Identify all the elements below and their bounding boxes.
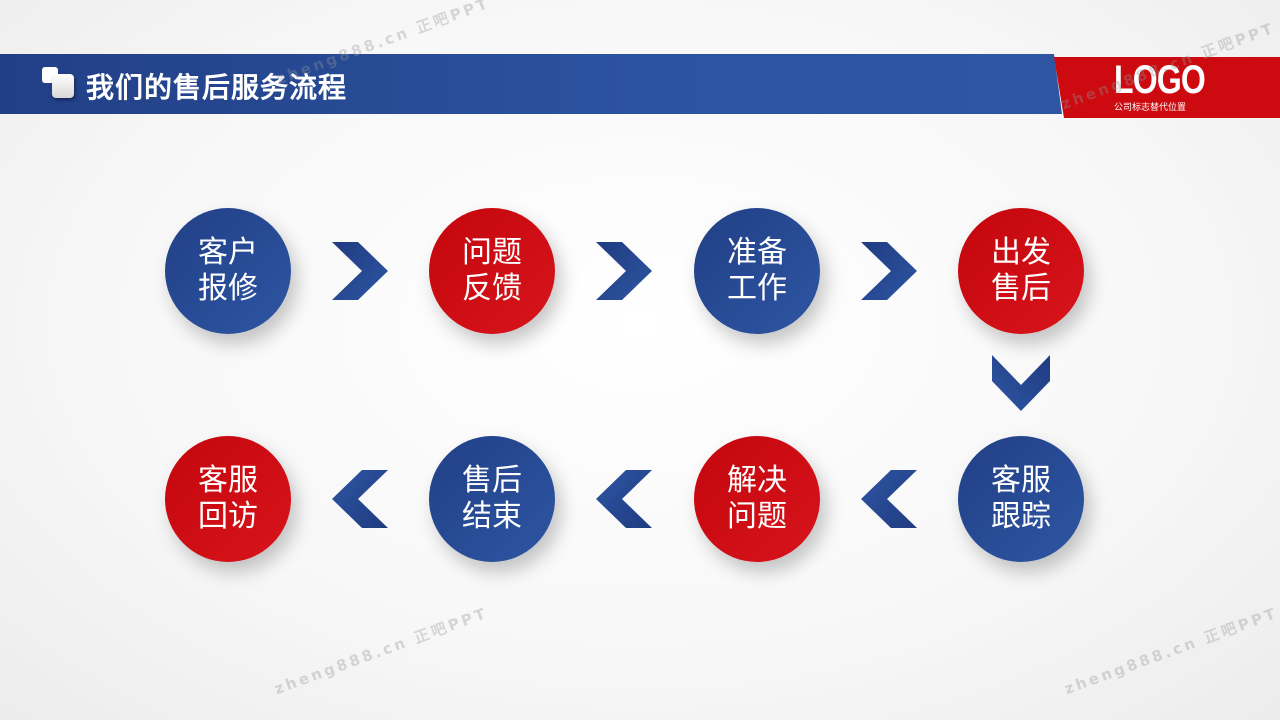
logo-subtitle: 公司标志替代位置 (1114, 103, 1187, 113)
step-label: 反馈 (462, 271, 522, 306)
step-label: 跟踪 (991, 499, 1051, 534)
step-1-circle: 客户报修 (165, 208, 291, 334)
step-7-circle: 售后结束 (429, 436, 555, 562)
step-label: 客服 (198, 463, 258, 498)
step-label: 客服 (991, 463, 1051, 498)
step-label: 解决 (727, 463, 787, 498)
step-5-circle: 客服跟踪 (958, 436, 1084, 562)
chevron-left-icon (332, 470, 388, 528)
chevron-left-icon (596, 470, 652, 528)
chevron-right-icon (861, 242, 917, 300)
logo-area (1054, 57, 1280, 118)
chevron-right-icon (596, 242, 652, 300)
step-label: 客户 (198, 235, 258, 270)
step-label: 报修 (198, 271, 258, 306)
title-bullet-icon-front (52, 74, 74, 98)
title-bar (0, 54, 1062, 114)
step-label: 问题 (462, 235, 522, 270)
watermark: zheng888.cn 正吧PPT (271, 603, 491, 699)
step-label: 问题 (727, 499, 787, 534)
step-8-circle: 客服回访 (165, 436, 291, 562)
chevron-left-icon (861, 470, 917, 528)
step-label: 工作 (727, 271, 787, 306)
step-label: 回访 (198, 499, 258, 534)
page-title: 我们的售后服务流程 (86, 71, 348, 104)
step-6-circle: 解决问题 (694, 436, 820, 562)
logo: LOGO (1114, 58, 1206, 102)
step-4-circle: 出发售后 (958, 208, 1084, 334)
step-2-circle: 问题反馈 (429, 208, 555, 334)
watermark: zheng888.cn 正吧PPT (1061, 603, 1280, 699)
step-label: 售后 (462, 463, 522, 498)
step-label: 结束 (462, 499, 522, 534)
step-label: 准备 (727, 235, 787, 270)
step-label: 出发 (991, 235, 1051, 270)
step-3-circle: 准备工作 (694, 208, 820, 334)
chevron-right-icon (332, 242, 388, 300)
chevron-down-icon (992, 355, 1050, 411)
step-label: 售后 (991, 271, 1051, 306)
